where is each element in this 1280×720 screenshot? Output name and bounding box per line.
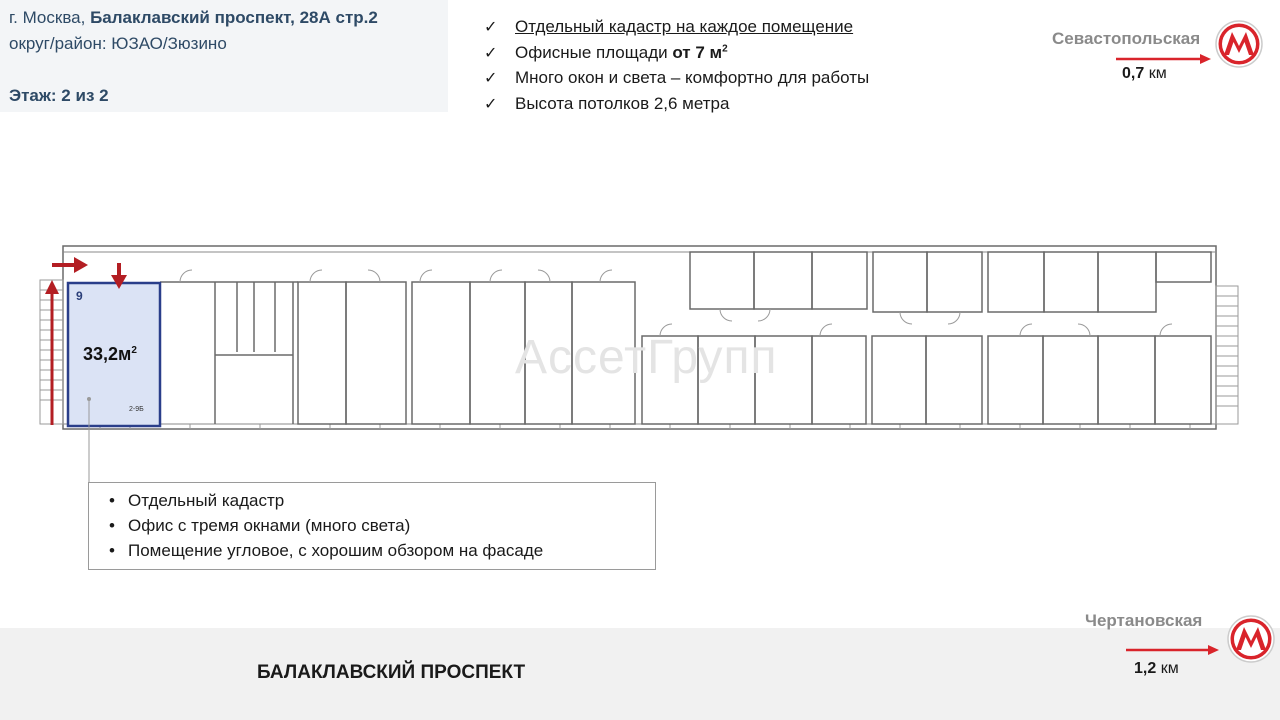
metro-icon xyxy=(1215,20,1263,68)
callout-item: •Помещение угловое, с хорошим обзором на… xyxy=(96,538,543,564)
street-name: БАЛАКЛАВСКИЙ ПРОСПЕКТ xyxy=(257,662,526,683)
metro-name: Севастопольская xyxy=(1052,29,1201,48)
feature-item: ✓Офисные площади от 7 м2 xyxy=(484,40,869,66)
floor-line: Этаж: 2 из 2 xyxy=(9,86,109,105)
address-street: Балаклавский проспект, 28А стр.2 xyxy=(90,8,378,27)
metro-arrow xyxy=(1126,645,1219,655)
check-icon: ✓ xyxy=(484,95,498,113)
features-list: ✓Отдельный кадастр на каждое помещение ✓… xyxy=(484,14,869,116)
bullet-icon: • xyxy=(109,516,115,535)
check-icon: ✓ xyxy=(484,44,498,62)
bullet-icon: • xyxy=(109,541,115,560)
metro-distance: 0,7 км xyxy=(1122,65,1167,82)
feature-item: ✓Отдельный кадастр на каждое помещение xyxy=(484,14,869,40)
callout-item: •Отдельный кадастр xyxy=(96,488,284,514)
feature-item: ✓Высота потолков 2,6 метра xyxy=(484,91,869,117)
feature-item: ✓Много окон и света – комфортно для рабо… xyxy=(484,65,869,91)
metro-name: Чертановская xyxy=(1085,611,1203,630)
metro-distance: 1,2 км xyxy=(1134,660,1179,677)
callout-box: •Отдельный кадастр •Офис с тремя окнами … xyxy=(88,482,656,570)
office-code: 2-9Б xyxy=(129,406,144,413)
district-line: округ/район: ЮЗАО/Зюзино xyxy=(9,34,227,53)
office-number: 9 xyxy=(76,289,83,303)
metro-arrow xyxy=(1116,54,1211,64)
office-area: 33,2м2 xyxy=(83,344,137,364)
watermark: АссетГрупп xyxy=(515,331,778,384)
check-icon: ✓ xyxy=(484,19,498,36)
bullet-icon: • xyxy=(109,491,115,510)
street-band xyxy=(0,628,1280,720)
metro-icon xyxy=(1227,615,1275,663)
check-icon: ✓ xyxy=(484,70,498,87)
address-line: г. Москва, Балаклавский проспект, 28А ст… xyxy=(9,8,378,27)
address-card: г. Москва, Балаклавский проспект, 28А ст… xyxy=(0,0,448,112)
callout-item: •Офис с тремя окнами (много света) xyxy=(96,513,410,539)
